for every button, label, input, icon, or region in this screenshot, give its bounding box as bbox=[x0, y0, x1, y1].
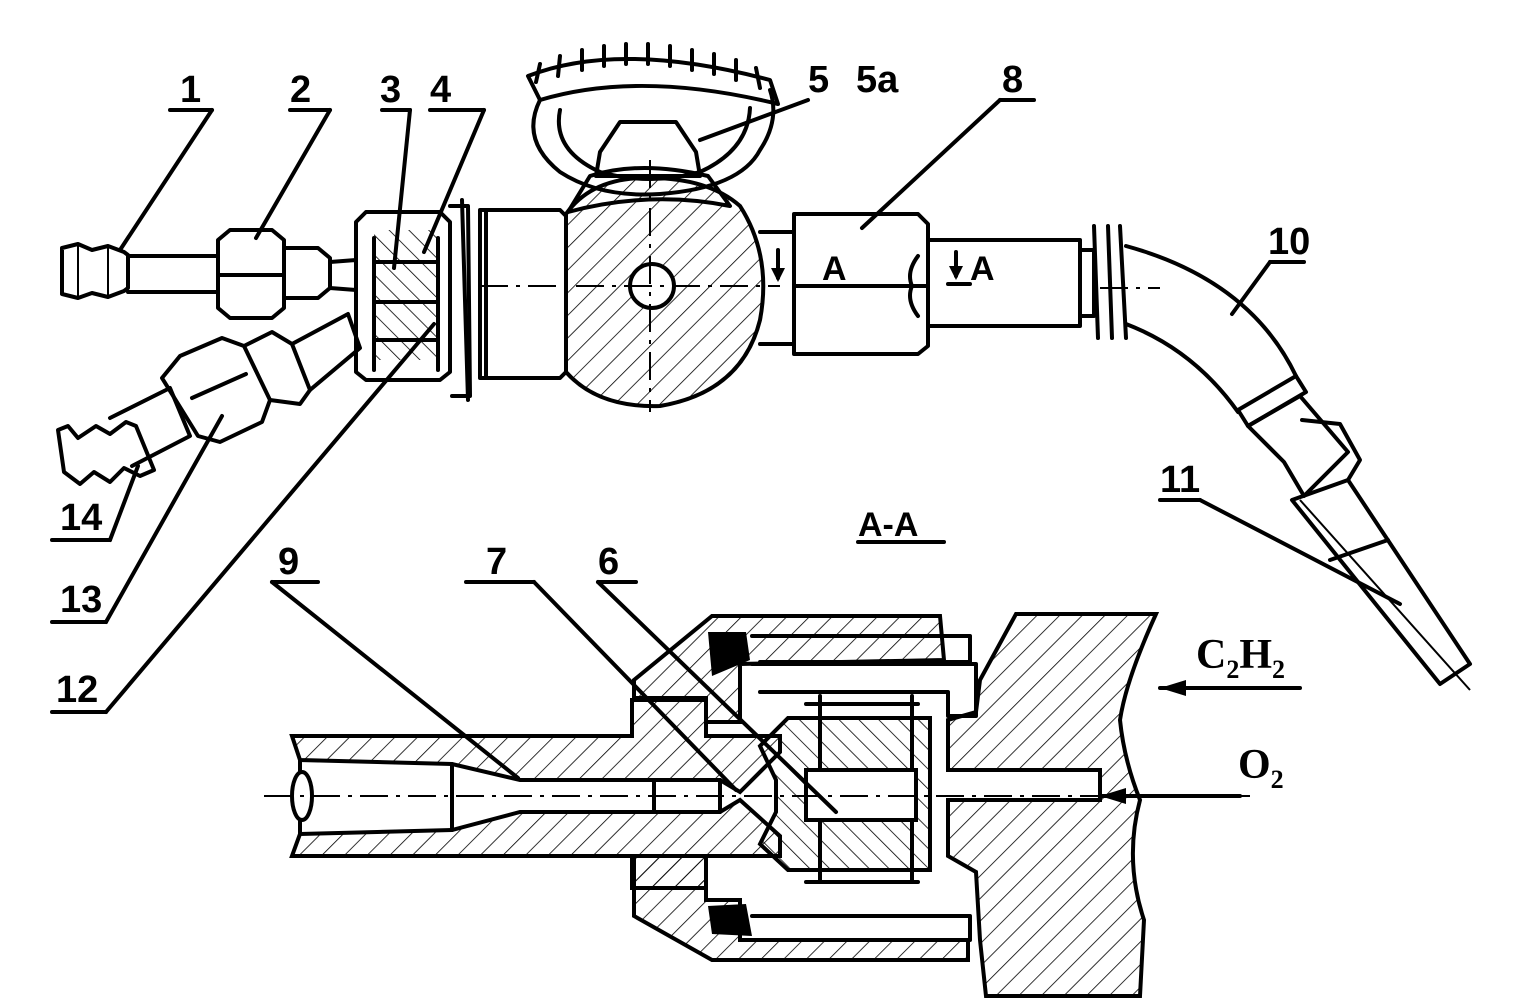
lower-hose-nipple bbox=[56, 386, 192, 486]
mixing-chamber-block bbox=[354, 198, 472, 402]
knob-knurl bbox=[534, 42, 762, 90]
valve-knob bbox=[526, 42, 780, 214]
callout-10: 10 bbox=[1268, 221, 1310, 263]
mixing-tube-upper-wall bbox=[289, 698, 782, 795]
section-mark-right: A bbox=[970, 250, 995, 288]
upper-union-nut bbox=[216, 228, 358, 320]
callout-6: 6 bbox=[598, 541, 619, 583]
callout-14: 14 bbox=[60, 497, 102, 539]
curved-tube bbox=[1100, 244, 1298, 414]
section-view: A-A bbox=[264, 506, 1302, 998]
callout-9: 9 bbox=[278, 541, 299, 583]
torch-assembly: 1 2 3 4 5 5a 8 10 11 14 13 12 A A bbox=[50, 42, 1472, 714]
callout-5: 5 bbox=[808, 59, 829, 101]
section-mark-left: A bbox=[822, 250, 847, 288]
callout-13: 13 bbox=[60, 579, 102, 621]
callout-12: 12 bbox=[56, 669, 98, 711]
torch-tip bbox=[1236, 374, 1472, 691]
callout-11: 11 bbox=[1160, 459, 1200, 501]
seal-upper bbox=[708, 632, 750, 676]
section-title: A-A bbox=[858, 506, 918, 544]
callout-8: 8 bbox=[1002, 59, 1023, 101]
acetylene-label: C2H2 bbox=[1196, 632, 1285, 684]
callout-4: 4 bbox=[430, 69, 451, 111]
section-arrows bbox=[771, 248, 972, 286]
callout-5a: 5a bbox=[856, 59, 899, 101]
lower-union-nut bbox=[160, 312, 362, 444]
callout-1: 1 bbox=[180, 69, 201, 111]
callout-3: 3 bbox=[380, 69, 401, 111]
mixing-tube-lower-wall bbox=[289, 797, 782, 890]
leader-lines bbox=[50, 98, 1402, 714]
upper-hose-nipple bbox=[60, 242, 220, 300]
oxygen-label: O2 bbox=[1238, 742, 1284, 794]
seal-lower bbox=[708, 904, 752, 936]
valve-body bbox=[478, 160, 796, 412]
callout-7: 7 bbox=[486, 541, 507, 583]
injector-nut bbox=[792, 212, 1128, 356]
callout-2: 2 bbox=[290, 69, 311, 111]
injector-housing bbox=[946, 612, 1160, 998]
